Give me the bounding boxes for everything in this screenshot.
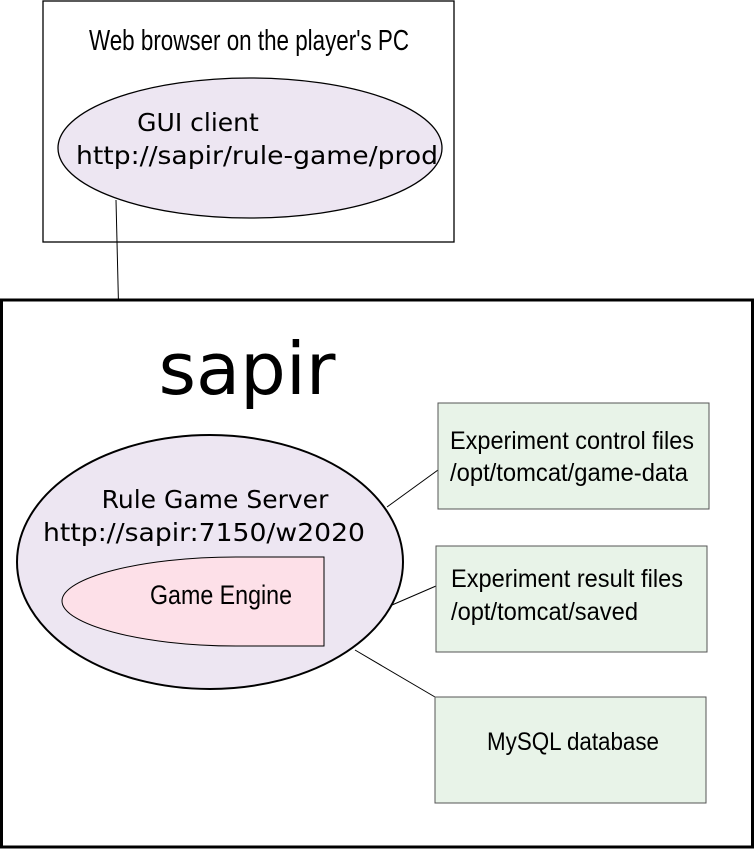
game-engine-node: Game Engine bbox=[61, 556, 325, 647]
rule-game-server-node: Rule Game Server http://sapir:7150/w2020… bbox=[16, 434, 404, 690]
gui-client-node: GUI client http://sapir/rule-game/prod bbox=[57, 77, 443, 219]
game-engine-shape bbox=[61, 556, 325, 647]
browser-box: Web browser on the player's PC GUI clien… bbox=[42, 0, 455, 243]
gui-client-ellipse bbox=[57, 77, 443, 219]
rule-game-server-name: Rule Game Server bbox=[102, 485, 329, 514]
control-files-title: Experiment control files bbox=[450, 427, 694, 455]
database-label: MySQL database bbox=[487, 728, 659, 756]
game-engine-name: Game Engine bbox=[150, 580, 292, 610]
server-box: sapir Rule Game Server http://sapir:7150… bbox=[0, 298, 754, 849]
gui-client-name: GUI client bbox=[137, 108, 259, 137]
result-files-box: Experiment result files /opt/tomcat/save… bbox=[435, 545, 708, 653]
browser-box-title: Web browser on the player's PC bbox=[89, 25, 409, 57]
gui-client-url: http://sapir/rule-game/prod bbox=[76, 141, 438, 170]
result-files-title: Experiment result files bbox=[451, 565, 683, 593]
control-files-box: Experiment control files /opt/tomcat/gam… bbox=[437, 402, 710, 510]
server-host-label: sapir bbox=[159, 327, 336, 411]
database-box: MySQL database bbox=[434, 696, 707, 804]
rule-game-server-url: http://sapir:7150/w2020 bbox=[43, 518, 365, 547]
result-files-path: /opt/tomcat/saved bbox=[451, 598, 638, 626]
connector-control-files bbox=[386, 469, 439, 508]
control-files-path: /opt/tomcat/game-data bbox=[450, 459, 688, 487]
connector-database bbox=[354, 649, 436, 698]
connector-result-files bbox=[391, 585, 437, 606]
